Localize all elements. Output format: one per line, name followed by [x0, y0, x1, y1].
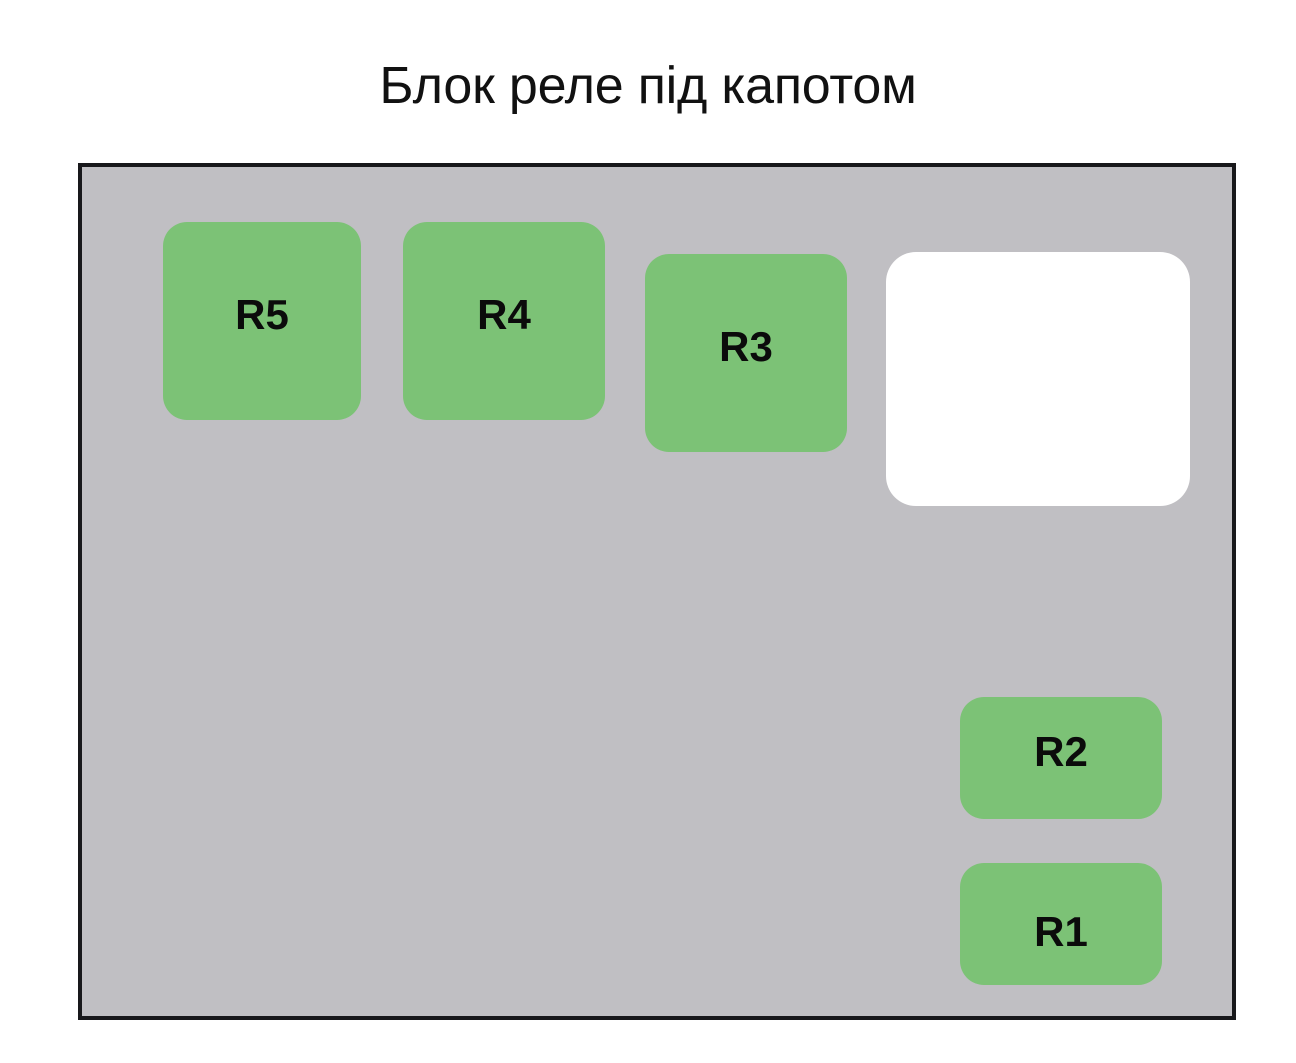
- relay-slot-empty[interactable]: [886, 252, 1190, 506]
- relay-slot-r5-label: R5: [235, 291, 289, 338]
- relay-slot-r4[interactable]: R4: [403, 222, 605, 420]
- relay-slot-r1[interactable]: R1: [960, 863, 1162, 985]
- relay-slot-r3-label: R3: [719, 323, 773, 370]
- page-title: Блок реле під капотом: [379, 57, 917, 115]
- relay-slot-r5[interactable]: R5: [163, 222, 361, 420]
- relay-slot-r4-label: R4: [477, 291, 531, 338]
- relay-slot-r2[interactable]: R2: [960, 697, 1162, 819]
- relay-slot-r3[interactable]: R3: [645, 254, 847, 452]
- relay-slot-r1-label: R1: [1034, 908, 1088, 955]
- relay-slot-r2-label: R2: [1034, 728, 1088, 775]
- relay-box-housing: R5 R4 R3 R2 R1: [78, 163, 1236, 1020]
